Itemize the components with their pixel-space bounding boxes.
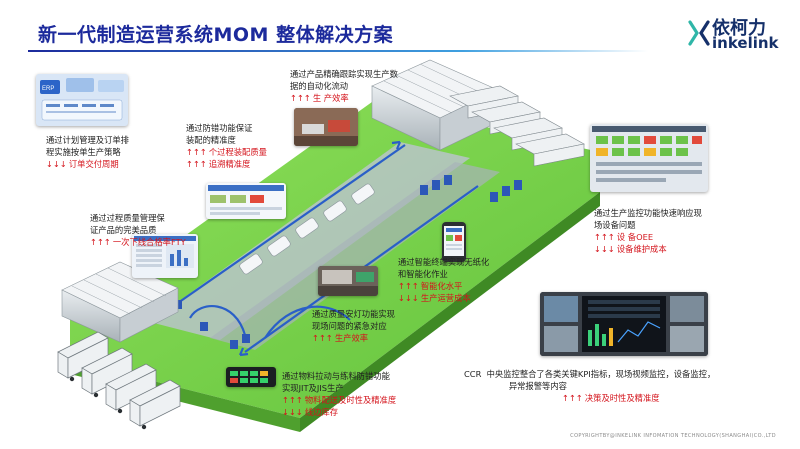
- erp-planning-panel: ERP: [36, 74, 128, 126]
- page-title: 新一代制造运营系统MOM 整体解决方案: [38, 24, 394, 46]
- callout-andon-metric: ↑↑↑生产效率: [312, 333, 369, 343]
- smart-terminal-tablet: [442, 222, 466, 262]
- callout-andon-desc: 通过质量安灯功能实现 现场问题的紧急对应: [312, 309, 395, 331]
- callout-material-metric-1: ↑↑↑物料配送及时性及精准度: [282, 395, 397, 405]
- callout-material-desc: 通过物料拉动与练料防错功能 实现JIT及JIS生产: [282, 371, 390, 393]
- copyright-footer: COPYRIGHTBY@INKELINK INFOMATION TECHNOLO…: [570, 433, 776, 439]
- erp-badge: ERP: [42, 86, 54, 92]
- callout-monitor-desc: 通过生产监控功能快速响应现 场设备问题: [594, 208, 702, 230]
- vehicle-body-line: [239, 183, 375, 275]
- callout-ccr-desc: CCR 中央监控整合了各类关键KPI指标，现场视频监控，设备监控， 异常报警等内…: [464, 369, 716, 391]
- callout-errorproof: 通过防错功能保证 装配的精准度 ↑↑↑个过程装配质量 ↑↑↑追溯精准度: [186, 122, 267, 170]
- callout-quality-desc: 通过过程质量管理保 证产品的完美品质: [90, 213, 165, 235]
- callout-plan: 通过计划管理及订单排 程实施按单生产策略 ↓↓↓订单交付周期: [46, 134, 129, 170]
- terminal-photo-panel: [318, 266, 378, 296]
- errorproof-screen-panel: [206, 183, 286, 219]
- storage-racks: [175, 175, 522, 349]
- callout-monitor-metric-2: ↓↓↓设备维护成本: [594, 244, 667, 254]
- andon-board-panel: [226, 367, 276, 387]
- title-underline: [28, 50, 648, 52]
- callout-errorproof-metric-2: ↑↑↑追溯精准度: [186, 159, 251, 169]
- callout-terminal-desc: 通过智能终端实现无纸化 和智能化作业: [398, 257, 490, 279]
- callout-material-metric-2: ↓↓↓线边库存: [282, 407, 339, 417]
- callout-errorproof-metric-1: ↑↑↑个过程装配质量: [186, 147, 267, 157]
- callout-tracking-desc: 通过产品精确跟踪实现生产数 据的自动化流动: [290, 69, 398, 91]
- callout-ccr-metric: ↑↑↑决策及时性及精准度: [562, 393, 660, 403]
- trucks-bottom-left: [57, 331, 181, 427]
- callout-ccr: CCR 中央监控整合了各类关键KPI指标，现场视频监控，设备监控， 异常报警等内…: [464, 368, 715, 404]
- tracking-photo-panel: [294, 108, 358, 146]
- callout-terminal-metric-2: ↓↓↓生产运营成本: [398, 293, 471, 303]
- callout-plan-metric: ↓↓↓订单交付周期: [46, 159, 119, 169]
- trucks-top-right: [449, 85, 585, 167]
- quality-screen-panel: [132, 234, 198, 278]
- callout-monitor: 通过生产监控功能快速响应现 场设备问题 ↑↑↑设 备OEE ↓↓↓设备维护成本: [594, 207, 702, 255]
- factory-floor: [70, 102, 600, 432]
- callout-material: 通过物料拉动与练料防错功能 实现JIT及JIS生产 ↑↑↑物料配送及时性及精准度…: [282, 370, 396, 418]
- callout-plan-desc: 通过计划管理及订单排 程实施按单生产策略: [46, 135, 129, 157]
- callout-terminal: 通过智能终端实现无纸化 和智能化作业 ↑↑↑智能化水平 ↓↓↓生产运营成本: [398, 256, 489, 304]
- callout-errorproof-desc: 通过防错功能保证 装配的精准度: [186, 123, 253, 145]
- inkelink-logo-icon: [688, 20, 710, 46]
- callout-tracking: 通过产品精确跟踪实现生产数 据的自动化流动 ↑↑↑生 产效率: [290, 68, 398, 104]
- callout-monitor-metric-1: ↑↑↑设 备OEE: [594, 232, 654, 242]
- logo-text-en: inkelink: [712, 34, 779, 52]
- callout-andon: 通过质量安灯功能实现 现场问题的紧急对应 ↑↑↑生产效率: [312, 308, 395, 344]
- callout-tracking-metric: ↑↑↑生 产效率: [290, 93, 349, 103]
- ccr-central-monitor-panel: [540, 292, 708, 356]
- logo-text-cn: 依柯力: [712, 18, 766, 39]
- callout-terminal-metric-1: ↑↑↑智能化水平: [398, 281, 463, 291]
- callout-quality: 通过过程质量管理保 证产品的完美品质 ↑↑↑一次下线合格率FTY: [90, 212, 186, 248]
- callout-quality-metric: ↑↑↑一次下线合格率FTY: [90, 237, 186, 247]
- production-monitor-panel: [590, 124, 708, 192]
